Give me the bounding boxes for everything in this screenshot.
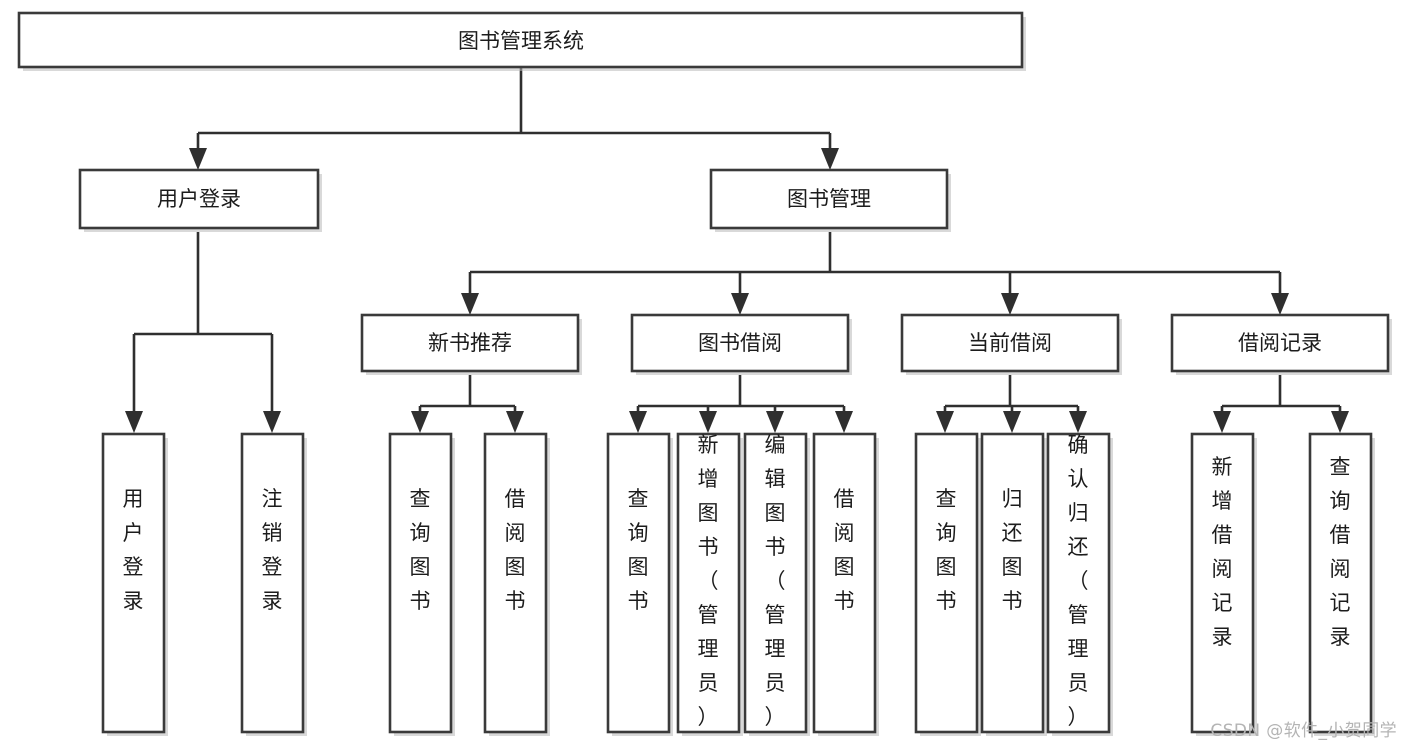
node-leaf-query-book-2-box[interactable] bbox=[606, 432, 671, 734]
node-new-book-recommend-box[interactable] bbox=[360, 313, 580, 373]
node-leaf-logout-login-box[interactable] bbox=[240, 432, 305, 734]
node-leaf-edit-book[interactable]: 编辑图书（管理员） bbox=[743, 432, 810, 736]
node-leaf-add-record-label: 新增借阅记录 bbox=[1212, 455, 1233, 649]
node-book-manage-box[interactable] bbox=[709, 168, 949, 230]
arrow-to-book-manage bbox=[821, 148, 839, 170]
node-leaf-borrow-book-1-label: 借阅图书 bbox=[505, 487, 526, 613]
node-leaf-return-book-box[interactable] bbox=[980, 432, 1045, 734]
arrow-leaf-add-book bbox=[699, 411, 717, 433]
arrow-leaf-query-book-1 bbox=[411, 411, 429, 433]
node-book-borrow[interactable]: 图书借阅 bbox=[630, 313, 852, 375]
arrow-to-book-borrow bbox=[731, 293, 749, 315]
node-leaf-confirm-return[interactable]: 确认归还（管理员） bbox=[1046, 432, 1113, 736]
arrow-to-user-login bbox=[189, 148, 207, 170]
node-leaf-borrow-book-2-label: 借阅图书 bbox=[834, 487, 855, 613]
node-leaf-query-book-2-label: 查询图书 bbox=[628, 487, 649, 613]
node-root-label: 图书管理系统 bbox=[458, 29, 584, 53]
arrow-to-borrow-record bbox=[1271, 293, 1289, 315]
node-leaf-return-book-label: 归还图书 bbox=[1002, 487, 1023, 613]
node-borrow-record[interactable]: 借阅记录 bbox=[1170, 313, 1392, 375]
node-user-login-box[interactable] bbox=[78, 168, 320, 230]
node-new-book-recommend[interactable]: 新书推荐 bbox=[360, 313, 582, 375]
node-current-borrow[interactable]: 当前借阅 bbox=[900, 313, 1122, 375]
node-leaf-query-book-1-label: 查询图书 bbox=[410, 487, 431, 613]
node-leaf-logout-login[interactable]: 注销登录 bbox=[240, 432, 307, 736]
arrow-to-current-borrow bbox=[1001, 293, 1019, 315]
node-current-borrow-box[interactable] bbox=[900, 313, 1120, 373]
node-leaf-borrow-book-1[interactable]: 借阅图书 bbox=[483, 432, 550, 736]
arrow-leaf-confirm-return bbox=[1069, 411, 1087, 433]
node-leaf-query-record-box[interactable] bbox=[1308, 432, 1373, 734]
node-leaf-user-login-label: 用户登录 bbox=[123, 487, 144, 613]
node-leaf-query-book-3[interactable]: 查询图书 bbox=[914, 432, 981, 736]
arrow-leaf-query-book-3 bbox=[936, 411, 954, 433]
node-leaf-query-record[interactable]: 查询借阅记录 bbox=[1308, 432, 1375, 736]
node-user-login[interactable]: 用户登录 bbox=[78, 168, 322, 232]
arrow-leaf-query-book-2 bbox=[629, 411, 647, 433]
node-book-borrow-box[interactable] bbox=[630, 313, 850, 373]
node-leaf-query-book-2[interactable]: 查询图书 bbox=[606, 432, 673, 736]
node-leaf-add-record[interactable]: 新增借阅记录 bbox=[1190, 432, 1257, 736]
node-leaf-add-book-label: 新增图书（管理员） bbox=[698, 433, 719, 729]
arrow-leaf-edit-book bbox=[766, 411, 784, 433]
node-leaf-edit-book-label: 编辑图书（管理员） bbox=[765, 433, 786, 729]
node-leaf-query-book-3-label: 查询图书 bbox=[936, 487, 957, 613]
node-leaf-query-book-3-box[interactable] bbox=[914, 432, 979, 734]
node-leaf-add-book-box[interactable] bbox=[676, 432, 741, 734]
node-leaf-user-login[interactable]: 用户登录 bbox=[101, 432, 168, 736]
node-leaf-return-book[interactable]: 归还图书 bbox=[980, 432, 1047, 736]
arrow-leaf-logout-login bbox=[263, 411, 281, 433]
arrow-leaf-borrow-book-2 bbox=[835, 411, 853, 433]
node-current-borrow-label: 当前借阅 bbox=[968, 331, 1052, 355]
node-borrow-record-label: 借阅记录 bbox=[1238, 331, 1322, 355]
node-root-box[interactable] bbox=[17, 11, 1024, 69]
node-leaf-borrow-book-2-box[interactable] bbox=[812, 432, 877, 734]
node-leaf-confirm-return-label: 确认归还（管理员） bbox=[1068, 433, 1089, 729]
node-book-borrow-label: 图书借阅 bbox=[698, 331, 782, 355]
node-leaf-edit-book-box[interactable] bbox=[743, 432, 808, 734]
node-leaf-add-record-box[interactable] bbox=[1190, 432, 1255, 734]
arrow-to-new-book-recommend bbox=[461, 293, 479, 315]
node-leaf-query-book-1-box[interactable] bbox=[388, 432, 453, 734]
node-leaf-query-book-1[interactable]: 查询图书 bbox=[388, 432, 455, 736]
csdn-watermark: CSDN @软件_小贺同学 bbox=[1210, 721, 1397, 741]
node-leaf-user-login-box[interactable] bbox=[101, 432, 166, 734]
node-leaf-add-book[interactable]: 新增图书（管理员） bbox=[676, 432, 743, 736]
node-root[interactable]: 图书管理系统 bbox=[17, 11, 1026, 71]
node-leaf-query-record-label: 查询借阅记录 bbox=[1330, 455, 1351, 649]
node-user-login-label: 用户登录 bbox=[157, 187, 241, 211]
node-book-manage-label: 图书管理 bbox=[787, 187, 871, 211]
node-leaf-borrow-book-1-box[interactable] bbox=[483, 432, 548, 734]
node-book-manage[interactable]: 图书管理 bbox=[709, 168, 951, 232]
arrow-leaf-add-record bbox=[1213, 411, 1231, 433]
node-leaf-confirm-return-box[interactable] bbox=[1046, 432, 1111, 734]
node-leaf-logout-login-label: 注销登录 bbox=[262, 487, 283, 613]
arrow-leaf-query-record bbox=[1331, 411, 1349, 433]
arrow-leaf-return-book bbox=[1003, 411, 1021, 433]
connector-layer bbox=[125, 67, 1349, 433]
node-borrow-record-box[interactable] bbox=[1170, 313, 1390, 373]
node-leaf-borrow-book-2[interactable]: 借阅图书 bbox=[812, 432, 879, 736]
node-new-book-recommend-label: 新书推荐 bbox=[428, 331, 512, 355]
arrow-leaf-user-login bbox=[125, 411, 143, 433]
arrow-leaf-borrow-book-1 bbox=[506, 411, 524, 433]
